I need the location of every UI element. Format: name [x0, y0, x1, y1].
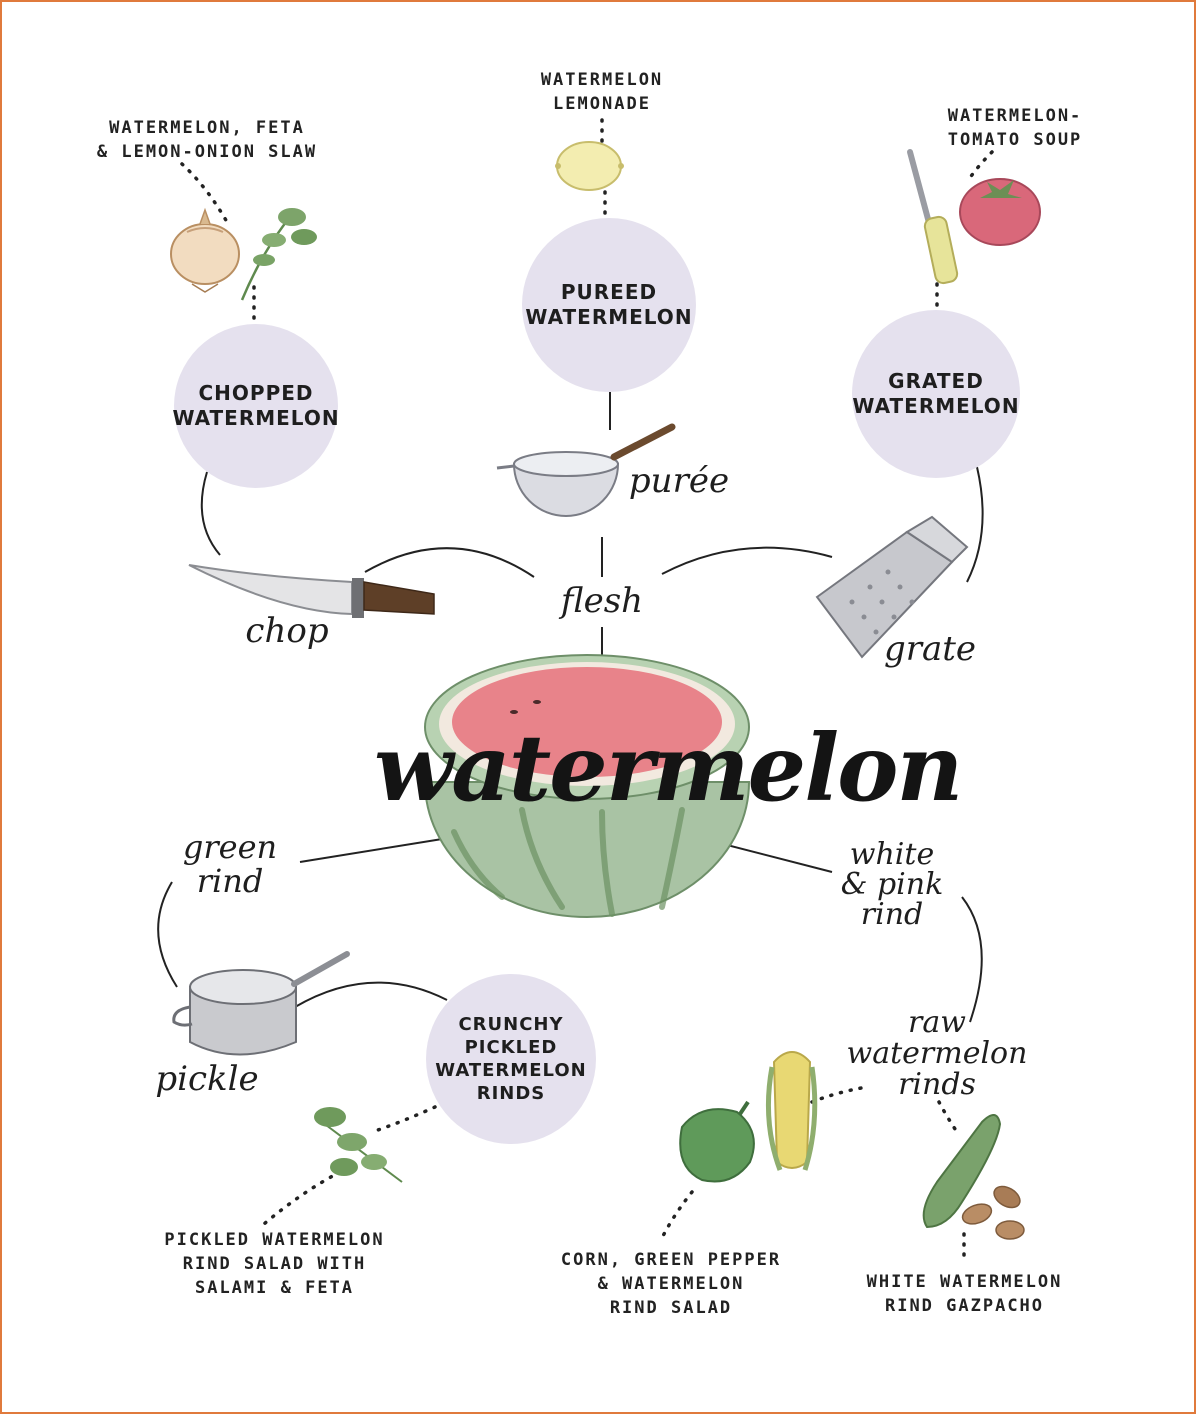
bell-pepper-icon — [679, 1100, 755, 1183]
dotted-links — [180, 118, 994, 1266]
circle-grated-watermelon: GRATED WATERMELON — [852, 310, 1020, 478]
verb-puree-label: purée — [628, 461, 730, 501]
recipe-gazpacho-label: WHITE WATERMELON RIND GAZPACHO — [866, 1272, 1063, 1316]
onion-icon — [170, 207, 240, 293]
almonds-icon — [961, 1185, 1025, 1240]
circle-chopped-watermelon: CHOPPED WATERMELON — [172, 324, 340, 488]
verb-raw-rinds-label: raw watermelon rinds — [846, 1005, 1028, 1102]
recipe-lemonade-label: WATERMELON LEMONADE — [540, 70, 664, 114]
branch-white-pink-rind-label: white & pink rind — [840, 837, 944, 932]
saucepan-icon — [172, 951, 350, 1056]
verb-pickle-label: pickle — [155, 1059, 259, 1099]
diagram-title: watermelon — [374, 714, 963, 822]
tomato-icon — [959, 178, 1041, 246]
watermelon-icon — [423, 654, 751, 918]
corn-icon — [765, 1051, 818, 1171]
recipe-soup-label: WATERMELON- TOMATO SOUP — [947, 106, 1083, 150]
grater-icon — [815, 515, 969, 659]
cucumber-icon — [922, 1114, 1002, 1229]
recipe-salami-label: PICKLED WATERMELON RIND SALAD WITH SALAM… — [164, 1230, 385, 1298]
branch-flesh-label: flesh — [560, 581, 644, 621]
knife-icon — [188, 564, 435, 618]
recipe-corn-label: CORN, GREEN PEPPER & WATERMELON RIND SAL… — [560, 1250, 782, 1318]
parsley-icon — [314, 1107, 403, 1183]
parsley-sprig-icon — [240, 208, 317, 301]
recipe-slaw-label: WATERMELON, FETA & LEMON-ONION SLAW — [96, 118, 318, 162]
verb-chop-label: chop — [245, 611, 329, 651]
circle-chopped-label: CHOPPED WATERMELON — [172, 381, 340, 430]
circle-pureed-watermelon: PUREED WATERMELON — [522, 218, 696, 392]
circle-grated-label: GRATED WATERMELON — [852, 369, 1020, 418]
peeler-icon — [907, 149, 959, 285]
circle-crunchy-pickled-rinds: CRUNCHY PICKLED WATERMELON RINDS — [426, 974, 596, 1144]
verb-grate-label: grate — [883, 629, 977, 669]
lemon-icon — [555, 141, 624, 191]
strainer-icon — [496, 423, 676, 517]
branch-green-rind-label: green rind — [182, 828, 278, 900]
circle-pureed-label: PUREED WATERMELON — [525, 280, 693, 329]
circle-pickled-label: CRUNCHY PICKLED WATERMELON RINDS — [435, 1014, 587, 1104]
connector-lines — [157, 392, 984, 1023]
